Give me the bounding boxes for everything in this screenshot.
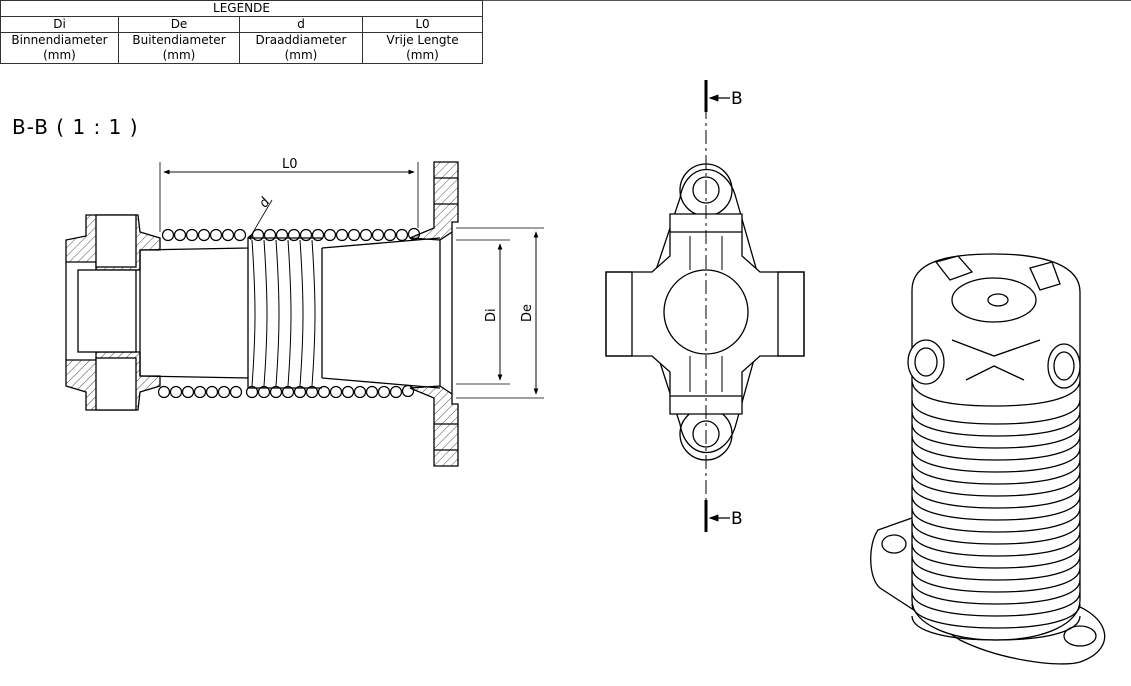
coil-wires-top	[161, 227, 421, 242]
dimension-de	[456, 227, 544, 399]
dimension-d-label: d	[256, 195, 273, 211]
dimension-de-label: De	[520, 304, 535, 322]
left-fitting-bore-bottom	[95, 357, 137, 411]
dimension-di	[456, 239, 510, 385]
left-core	[77, 269, 137, 353]
bottom-lug-hole	[692, 420, 720, 448]
iso-coil-ring	[911, 411, 1081, 437]
legend-header-row: Di De d L0	[0, 16, 483, 33]
iso-coil-ring	[911, 543, 1081, 569]
isometric-view	[870, 253, 1106, 665]
top-lug	[651, 169, 761, 283]
iso-coil-body	[911, 380, 1081, 641]
iso-coil-ring	[911, 399, 1081, 425]
legend-desc-d: Draaddiameter(mm)	[239, 32, 363, 64]
bottom-lug	[651, 337, 761, 453]
iso-coil-ring	[911, 507, 1081, 533]
iso-coil	[911, 380, 1081, 641]
sheet-top-border	[0, 0, 1131, 1]
iso-coil-ring	[911, 435, 1081, 461]
iso-coil-ring	[911, 483, 1081, 509]
legend-header-de: De	[118, 16, 240, 33]
iso-coil-ring	[911, 471, 1081, 497]
iso-port-left	[907, 339, 945, 385]
iso-coil-ring	[911, 567, 1081, 593]
iso-coil-ring	[911, 591, 1081, 617]
iso-port-right	[1047, 343, 1081, 389]
cut-label-bottom: B	[731, 509, 743, 529]
coil-helix	[251, 239, 316, 387]
dimension-l0	[159, 162, 419, 232]
right-flange-bottom	[409, 385, 459, 467]
legend-table: LEGENDE Di De d L0 Binnendiameter(mm) Bu…	[0, 0, 483, 64]
legend-header-l0: L0	[362, 16, 483, 33]
left-fitting-bore-top	[95, 214, 137, 268]
right-flange-top	[409, 161, 459, 241]
dimension-di-label: Di	[484, 308, 499, 322]
section-view-label: B-B ( 1 : 1 )	[12, 115, 139, 139]
legend-desc-l0: Vrije Lengte(mm)	[362, 32, 483, 64]
iso-coil-ring	[911, 459, 1081, 485]
iso-coil-ring	[911, 423, 1081, 449]
iso-coil-ring	[911, 555, 1081, 581]
coil-wires-bottom	[157, 384, 415, 399]
top-lug-hole	[692, 176, 720, 204]
iso-coil-ring	[911, 495, 1081, 521]
dimension-l0-label: L0	[282, 157, 298, 172]
legend-description-row: Binnendiameter(mm) Buitendiameter(mm) Dr…	[0, 32, 483, 64]
iso-coil-ring	[911, 615, 1081, 641]
iso-coil-ring	[911, 531, 1081, 557]
section-view	[65, 161, 544, 467]
front-view	[605, 80, 805, 532]
dimension-d-leader	[247, 199, 273, 241]
iso-coil-ring	[911, 579, 1081, 605]
cut-label-top: B	[731, 89, 743, 109]
iso-coil-ring	[911, 519, 1081, 545]
iso-coil-ring	[911, 603, 1081, 629]
iso-coil-ring	[911, 447, 1081, 473]
